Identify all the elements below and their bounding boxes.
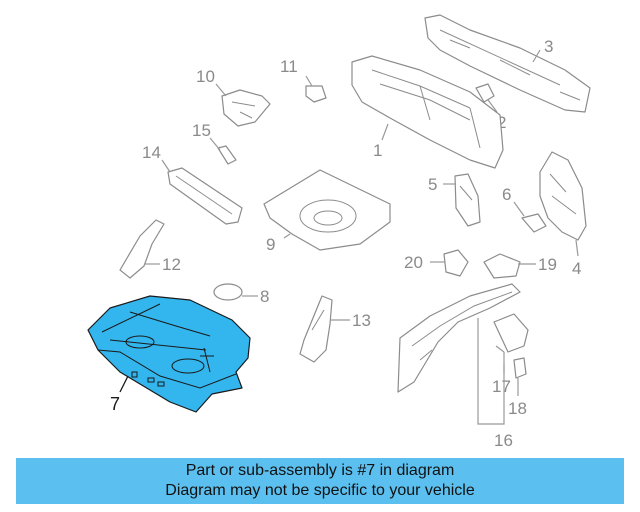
callout-16: 16 xyxy=(494,431,513,450)
callout-1: 1 xyxy=(373,141,382,160)
banner-line-1: Part or sub-assembly is #7 in diagram xyxy=(185,462,455,479)
part-14 xyxy=(167,167,243,225)
part-11 xyxy=(305,85,327,103)
info-banner: Part or sub-assembly is #7 in diagram Di… xyxy=(16,458,624,504)
part-5 xyxy=(454,173,481,227)
part-10 xyxy=(221,89,271,127)
callout-3: 3 xyxy=(544,37,553,56)
part-12 xyxy=(119,219,165,279)
callout-6: 6 xyxy=(502,185,511,204)
part-19 xyxy=(483,253,521,279)
part-15 xyxy=(217,145,237,165)
callout-18: 18 xyxy=(508,399,527,418)
callout-7: 7 xyxy=(110,394,120,414)
part-16-assembly xyxy=(397,283,529,393)
parts-diagram: 3 2 1 10 11 15 14 9 xyxy=(87,14,591,450)
callout-12: 12 xyxy=(162,255,181,274)
part-9 xyxy=(263,169,391,251)
callout-10: 10 xyxy=(196,67,215,86)
part-2 xyxy=(475,83,495,103)
part-20 xyxy=(443,249,469,277)
part-6 xyxy=(521,213,547,233)
part-8 xyxy=(213,283,243,301)
callout-17: 17 xyxy=(492,377,511,396)
part-4 xyxy=(539,151,587,241)
callout-8: 8 xyxy=(260,287,269,306)
callout-5: 5 xyxy=(428,175,437,194)
callout-19: 19 xyxy=(538,255,557,274)
part-7-highlighted xyxy=(87,295,251,413)
callout-4: 4 xyxy=(572,259,581,278)
callout-20: 20 xyxy=(404,253,423,272)
banner-line-2: Diagram may not be specific to your vehi… xyxy=(165,482,475,499)
callout-11: 11 xyxy=(280,57,298,76)
callout-14: 14 xyxy=(142,143,161,162)
callout-2: 2 xyxy=(497,113,506,132)
part-13 xyxy=(299,295,333,363)
callout-15: 15 xyxy=(192,121,211,140)
callout-13: 13 xyxy=(352,311,371,330)
callout-9: 9 xyxy=(266,235,275,254)
part-1 xyxy=(351,55,504,169)
part-3 xyxy=(424,14,591,113)
